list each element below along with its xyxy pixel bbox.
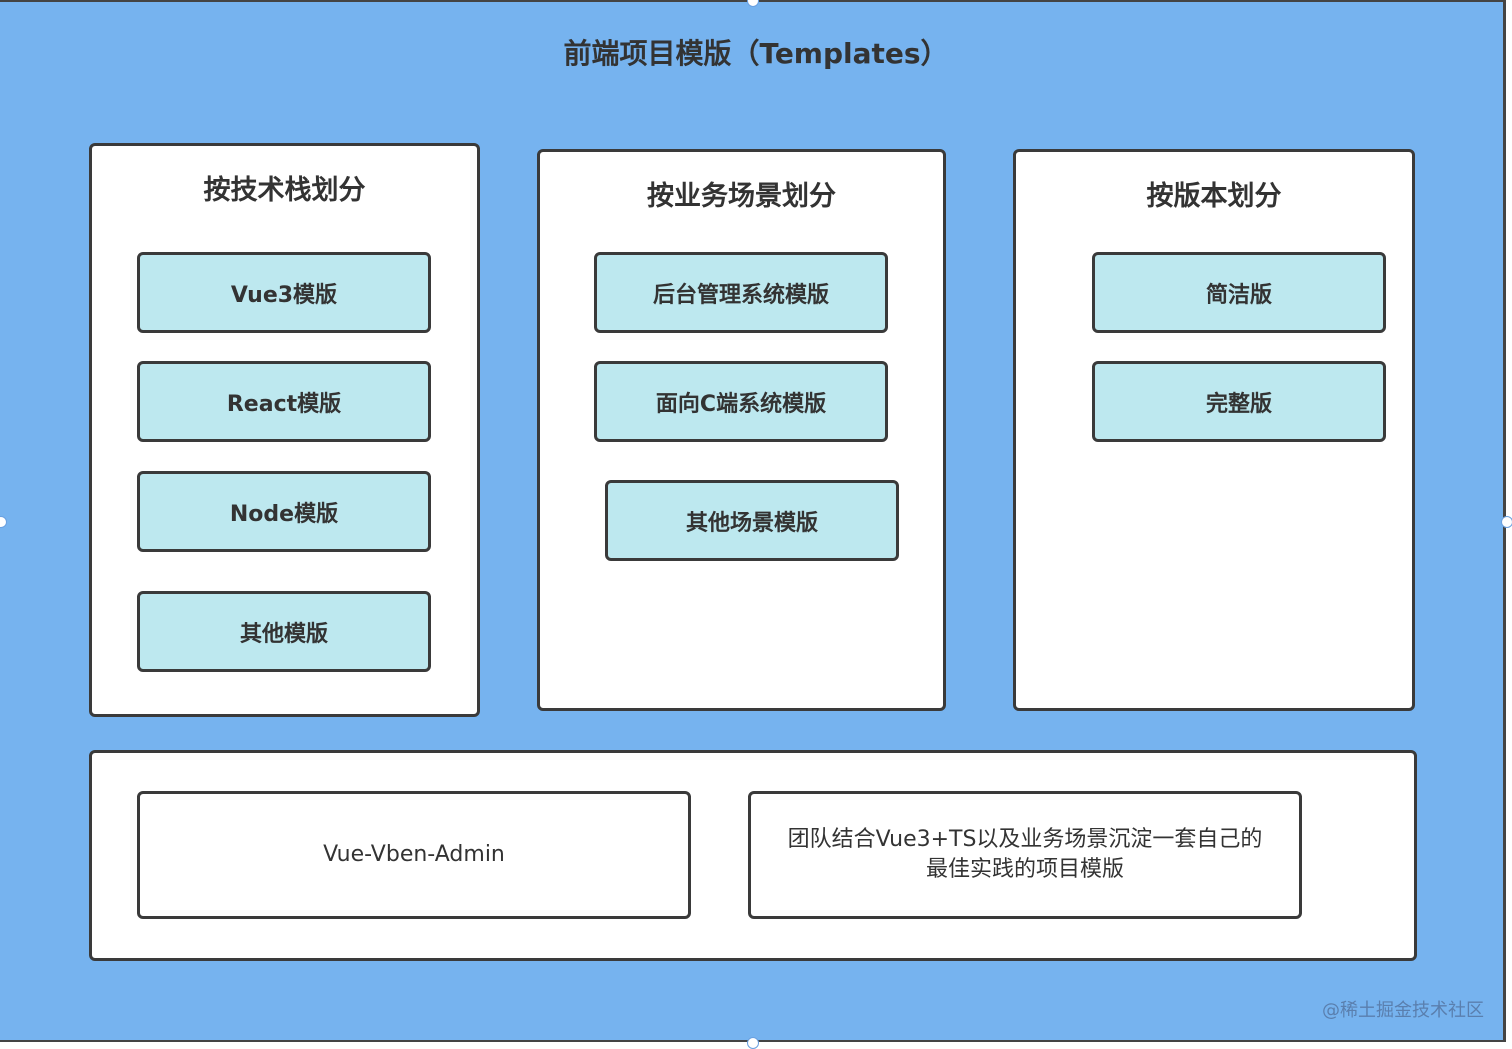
template-node: 面向C端系统模版 (594, 361, 888, 442)
template-node: 其他场景模版 (605, 480, 899, 561)
panel-title: 按技术栈划分 (203, 175, 366, 206)
template-node: 简洁版 (1092, 252, 1386, 333)
diagram-title: 前端项目模版（Templates） (563, 37, 949, 70)
description-line: 最佳实践的项目模版 (925, 857, 1124, 882)
description-line: 团队结合Vue3+TS以及业务场景沉淀一套自己的 (787, 827, 1263, 852)
template-node: 完整版 (1092, 361, 1386, 442)
template-node: 其他模版 (137, 591, 431, 672)
panel-title: 按版本划分 (1146, 181, 1282, 212)
resize-handle-bottom[interactable] (747, 1037, 759, 1049)
template-node: React模版 (137, 361, 431, 442)
resize-handle-right[interactable] (1501, 516, 1512, 528)
description-box: 团队结合Vue3+TS以及业务场景沉淀一套自己的 最佳实践的项目模版 (748, 791, 1302, 919)
template-node: Node模版 (137, 471, 431, 552)
watermark: @稀土掘金技术社区 (1322, 1000, 1484, 1021)
vben-admin-box: Vue-Vben-Admin (137, 791, 691, 919)
template-node: 后台管理系统模版 (594, 252, 888, 333)
template-node: Vue3模版 (137, 252, 431, 333)
panel-title: 按业务场景划分 (647, 181, 836, 212)
